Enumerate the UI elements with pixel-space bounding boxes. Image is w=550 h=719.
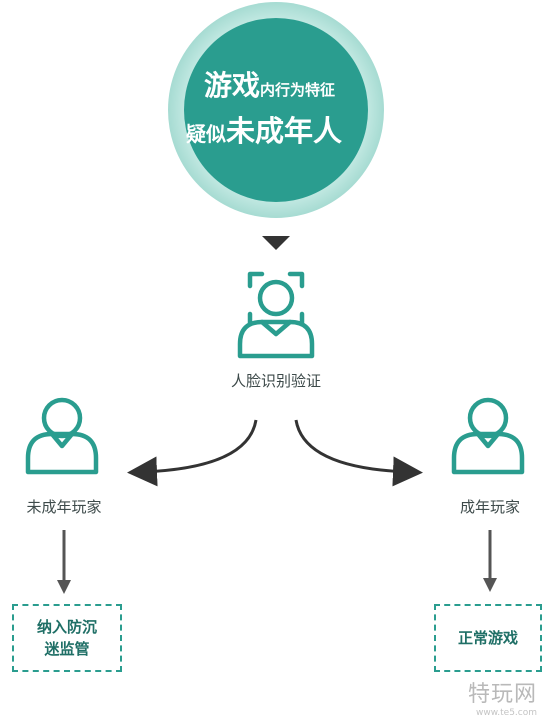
left-curved-arrow (127, 419, 258, 487)
title-circle (168, 2, 384, 218)
minor-player-label: 未成年玩家 (26, 498, 102, 516)
title-line-2: 疑似未成年人 (186, 108, 342, 150)
normal-game-box: 正常游戏 (434, 604, 542, 672)
adult-player-label: 成年玩家 (459, 498, 520, 516)
down-triangle-icon (262, 236, 290, 250)
right-person-icon (451, 397, 525, 475)
face-verification-label: 人脸识别验证 (230, 372, 321, 390)
face-scan-person-icon (237, 271, 315, 359)
left-down-arrow (57, 530, 71, 594)
left-person-icon (25, 397, 99, 475)
watermark: 特玩网 www.te5.com (468, 676, 537, 718)
anti-addiction-line2: 迷监管 (44, 640, 90, 658)
title-line-1: 游戏内行为特征 (204, 64, 335, 104)
title-line1-small: 内行为特征 (260, 81, 336, 99)
watermark-main: 特玩网 (468, 682, 538, 707)
title-line2-big: 未成年人 (226, 114, 343, 148)
anti-addiction-line1: 纳入防沉 (36, 618, 97, 636)
normal-game-text: 正常游戏 (457, 629, 518, 647)
right-down-arrow (483, 530, 497, 592)
right-curved-arrow (294, 419, 423, 487)
title-line1-big: 游戏 (204, 69, 261, 102)
title-line2-small: 疑似 (186, 122, 226, 146)
anti-addiction-box: 纳入防沉 迷监管 (12, 604, 122, 672)
watermark-sub: www.te5.com (476, 708, 538, 718)
